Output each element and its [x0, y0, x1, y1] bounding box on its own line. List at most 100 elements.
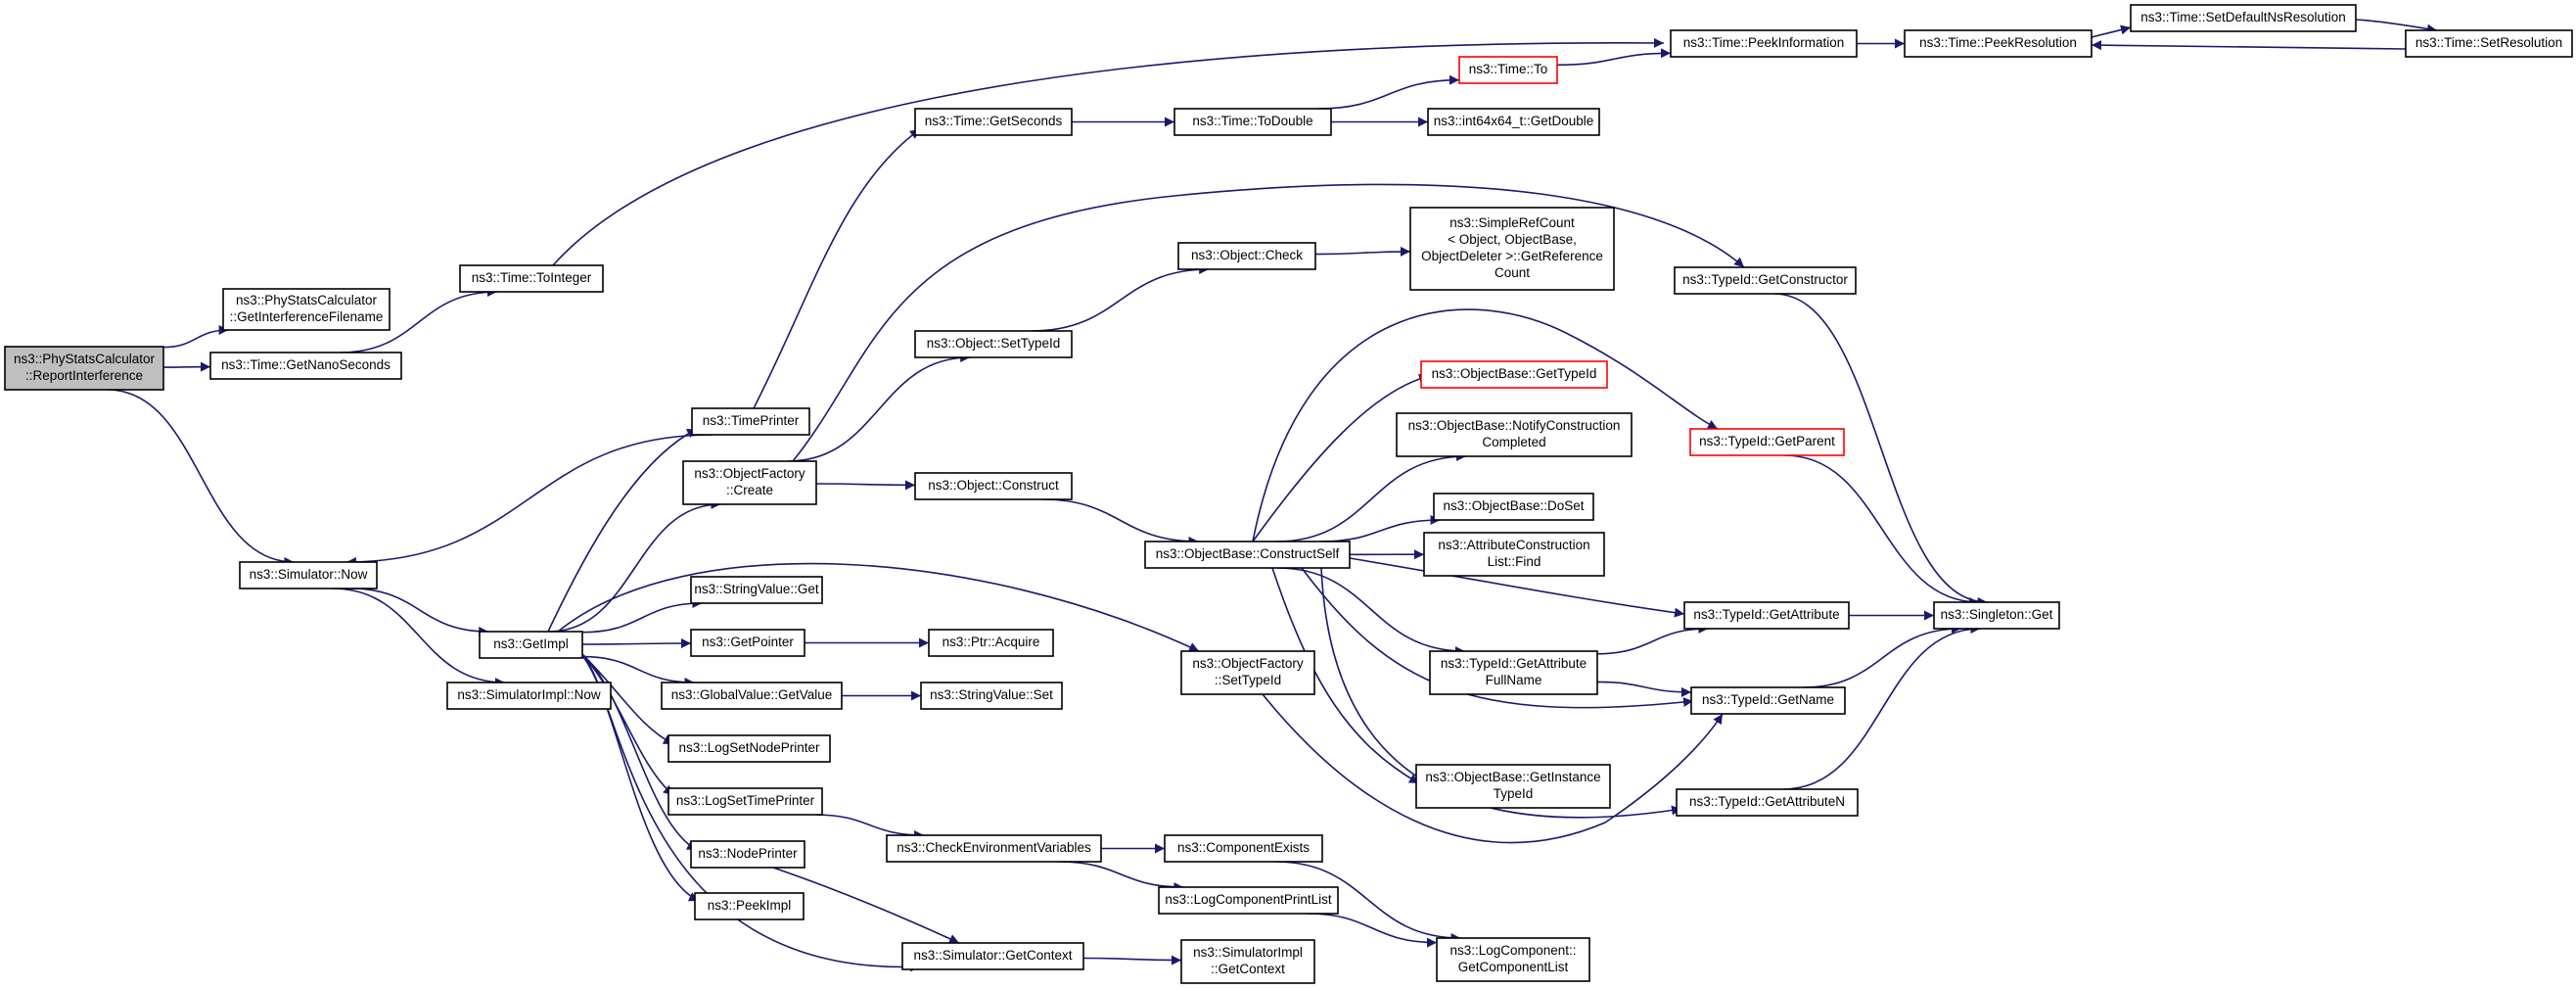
node-logsettime[interactable]: ns3::LogSetTimePrinter	[667, 787, 823, 816]
node-box	[2405, 29, 2573, 58]
node-objsettypeid[interactable]: ns3::Object::SetTypeId	[914, 330, 1073, 358]
node-label: ns3::LogSetTimePrinter	[676, 793, 815, 808]
edge-logcompprint-to-logcompgetlist	[1307, 913, 1438, 948]
edge-obconstructself-to-tidgetattribute	[1349, 557, 1685, 618]
node-label: ns3::StringValue::Set	[930, 687, 1053, 702]
edge-getimpl-to-simgetctx	[576, 649, 921, 972]
node-tidgetconstructor[interactable]: ns3::TypeId::GetConstructor	[1674, 266, 1857, 295]
edge-ofsettypeid-to-tidgetname	[1262, 693, 1724, 844]
node-tointeger[interactable]: ns3::Time::ToInteger	[459, 264, 604, 293]
node-obconstructself[interactable]: ns3::ObjectBase::ConstructSelf	[1144, 541, 1351, 569]
node-peekinfo[interactable]: ns3::Time::PeekInformation	[1670, 29, 1858, 58]
node-label: ns3::Time::ToDouble	[1192, 114, 1312, 128]
node-box	[1423, 532, 1605, 577]
node-ofsettypeid[interactable]: ns3::ObjectFactory::SetTypeId	[1180, 650, 1315, 695]
node-label: ns3::LogSetNodePrinter	[678, 740, 820, 755]
node-timeto[interactable]: ns3::Time::To	[1458, 56, 1558, 84]
node-int64getdouble[interactable]: ns3::int64x64_t::GetDouble	[1427, 108, 1600, 136]
node-box	[1436, 937, 1590, 982]
node-box	[661, 682, 843, 710]
node-label: ns3::AttributeConstruction	[1438, 538, 1589, 552]
node-label: ns3::PhyStatsCalculator	[14, 352, 156, 366]
node-box	[901, 942, 1084, 970]
node-simplerefcount[interactable]: ns3::SimpleRefCount< Object, ObjectBase,…	[1409, 207, 1615, 291]
edge-peekres-to-setdefaultres	[2091, 24, 2132, 38]
node-obnotify[interactable]: ns3::ObjectBase::NotifyConstructionCompl…	[1396, 412, 1633, 457]
node-nodeprinter[interactable]: ns3::NodePrinter	[690, 840, 805, 869]
node-getpointer[interactable]: ns3::GetPointer	[690, 629, 805, 657]
edge-tidgetconstructor-to-singletonget	[1773, 293, 1988, 607]
node-label: Count	[1495, 265, 1530, 280]
node-label: ::ReportInterference	[25, 368, 143, 383]
edge-getimpl-to-gvgetvalue	[581, 655, 695, 687]
node-box	[1415, 764, 1611, 809]
node-setres[interactable]: ns3::Time::SetResolution	[2405, 29, 2573, 58]
node-box	[1904, 29, 2093, 58]
node-box	[209, 352, 402, 380]
node-todouble[interactable]: ns3::Time::ToDouble	[1173, 108, 1332, 136]
edge-objsettypeid-to-objcheck	[1031, 264, 1210, 332]
node-timeprinter[interactable]: ns3::TimePrinter	[691, 407, 810, 436]
node-setdefaultres[interactable]: ns3::Time::SetDefaultNsResolution	[2130, 4, 2357, 32]
node-simgetctx[interactable]: ns3::Simulator::GetContext	[901, 942, 1084, 970]
node-objcheck[interactable]: ns3::Object::Check	[1177, 242, 1316, 270]
node-getinterf[interactable]: ns3::PhyStatsCalculator::GetInterference…	[222, 288, 391, 331]
node-label: ns3::Object::Construct	[928, 478, 1059, 493]
edge-tidgetattrn-to-singletonget	[1783, 624, 1981, 790]
node-strvalset[interactable]: ns3::StringValue::Set	[920, 682, 1063, 710]
node-tidgetattribute[interactable]: ns3::TypeId::GetAttribute	[1683, 601, 1850, 630]
node-peekres[interactable]: ns3::Time::PeekResolution	[1904, 29, 2093, 58]
node-box	[690, 629, 805, 657]
node-box	[1689, 428, 1845, 456]
node-objconstruct[interactable]: ns3::Object::Construct	[914, 472, 1073, 500]
node-gvgetvalue[interactable]: ns3::GlobalValue::GetValue	[661, 682, 843, 710]
node-tidgetparent[interactable]: ns3::TypeId::GetParent	[1689, 428, 1845, 456]
node-label: ns3::ObjectFactory	[1192, 656, 1304, 671]
node-tidgetattrn[interactable]: ns3::TypeId::GetAttributeN	[1676, 788, 1859, 817]
edge-tidgetname-to-singletonget	[1803, 624, 1961, 688]
node-simnow[interactable]: ns3::Simulator::Now	[239, 561, 378, 589]
node-root[interactable]: ns3::PhyStatsCalculator::ReportInterfere…	[4, 346, 164, 391]
edge-root-to-getinterf	[162, 325, 229, 349]
node-label: ns3::ObjectFactory	[694, 466, 805, 481]
node-box	[667, 787, 823, 816]
node-label: ns3::ObjectBase::DoSet	[1443, 498, 1584, 513]
node-label: ns3::Time::GetSeconds	[925, 114, 1063, 128]
edge-checkenv-to-logcompprint	[1058, 861, 1184, 892]
node-getimpl[interactable]: ns3::GetImpl	[479, 631, 583, 659]
edge-compexists-to-logcompgetlist	[1275, 861, 1461, 943]
node-label: ns3::Ptr::Acquire	[943, 635, 1040, 649]
edge-obconstructself-to-tidgetparent	[1252, 308, 1719, 542]
node-ofcreate[interactable]: ns3::ObjectFactory::Create	[682, 460, 817, 505]
node-obgettypeid[interactable]: ns3::ObjectBase::GetTypeId	[1420, 360, 1608, 389]
node-simimplgetctx[interactable]: ns3::SimulatorImpl::GetContext	[1180, 939, 1315, 984]
node-label: ns3::NodePrinter	[698, 846, 798, 861]
node-logcompgetlist[interactable]: ns3::LogComponent::GetComponentList	[1436, 937, 1590, 982]
node-box	[1409, 207, 1615, 291]
node-strvalget[interactable]: ns3::StringValue::Get	[690, 576, 823, 604]
node-getnano[interactable]: ns3::Time::GetNanoSeconds	[209, 352, 402, 380]
node-ptracquire[interactable]: ns3::Ptr::Acquire	[928, 629, 1054, 657]
edge-getimpl-to-strvalget	[581, 598, 703, 634]
edge-obconstructself-to-obnotify	[1276, 451, 1467, 542]
node-label: ns3::TypeId::GetName	[1702, 692, 1834, 707]
node-tidgetname[interactable]: ns3::TypeId::GetName	[1690, 686, 1846, 715]
node-label: ns3::SimpleRefCount	[1449, 215, 1575, 230]
node-peekimpl[interactable]: ns3::PeekImpl	[694, 892, 805, 920]
node-box	[690, 840, 805, 869]
node-box	[914, 108, 1073, 136]
node-obdoset[interactable]: ns3::ObjectBase::DoSet	[1433, 493, 1594, 521]
node-box	[920, 682, 1063, 710]
node-checkenv[interactable]: ns3::CheckEnvironmentVariables	[886, 834, 1102, 863]
node-getseconds[interactable]: ns3::Time::GetSeconds	[914, 108, 1073, 136]
node-box	[1164, 834, 1323, 863]
node-singletonget[interactable]: ns3::Singleton::Get	[1933, 601, 2060, 630]
node-compexists[interactable]: ns3::ComponentExists	[1164, 834, 1323, 863]
node-logsetnode[interactable]: ns3::LogSetNodePrinter	[667, 734, 831, 763]
node-box	[1427, 108, 1600, 136]
node-simimplnow[interactable]: ns3::SimulatorImpl::Now	[446, 682, 612, 710]
node-logcompprint[interactable]: ns3::LogComponentPrintList	[1158, 886, 1339, 915]
